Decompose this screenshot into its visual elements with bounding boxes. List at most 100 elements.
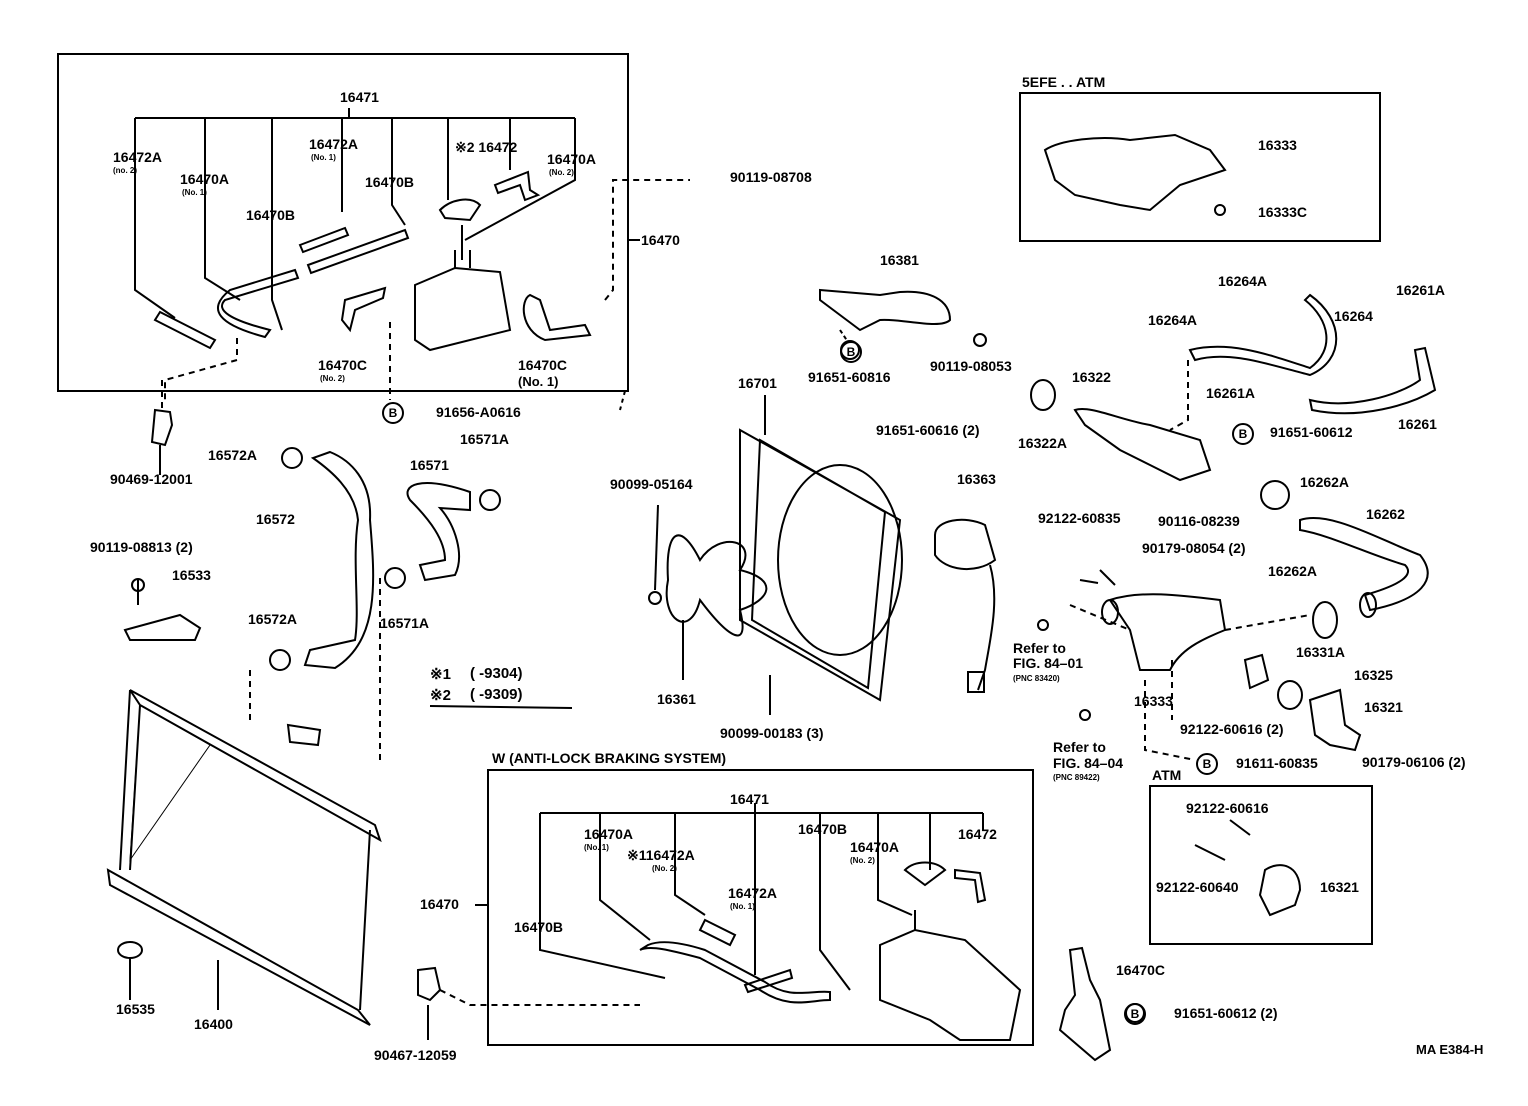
label-16472a-no2: 16472A — [113, 149, 163, 165]
fan-blades-16361 — [665, 534, 768, 637]
label-16261: 16261 — [1398, 416, 1437, 432]
label-91656-a0616: 91656-A0616 — [436, 404, 521, 420]
note-16470c-no2: (No. 2) — [320, 374, 345, 383]
label-16361: 16361 — [657, 691, 696, 707]
label-91611-60835: 91611-60835 — [1236, 755, 1318, 771]
label-16572: 16572 — [256, 511, 295, 527]
label-16470a-no1: 16470A — [180, 171, 230, 187]
label-16533: 16533 — [172, 567, 211, 583]
label-16322: 16322 — [1072, 369, 1111, 385]
label-90119-08053: 90119-08053 — [930, 358, 1012, 374]
abs-note-16470a-no2: (No. 2) — [850, 856, 875, 865]
bolt-b-icon: B — [840, 341, 862, 363]
outlet-16321 — [1308, 688, 1362, 752]
note-16470c-no1: (No. 1) — [518, 374, 559, 389]
note-16472a-no1: (No. 1) — [311, 153, 336, 162]
hose-16262 — [1299, 517, 1429, 612]
pipe-16322 — [1073, 408, 1212, 482]
label-16261a-mid: 16261A — [1206, 385, 1256, 401]
refer-fig-84-04-line2[interactable]: FIG. 84–04 — [1053, 755, 1124, 771]
atm-box — [1149, 785, 1373, 945]
hose-16472a-no2 — [153, 310, 217, 350]
abs-bracket — [539, 803, 984, 991]
hose-16264 — [1188, 293, 1338, 377]
fan-shroud-16701 — [739, 428, 902, 702]
label-90119-08813: 90119-08813 (2) — [90, 539, 193, 555]
label-16333c: 16333C — [1258, 204, 1308, 220]
abs-label-16470b-left: 16470B — [514, 919, 564, 935]
label-16470b-left: 16470B — [246, 207, 296, 223]
label-16331a: 16331A — [1296, 644, 1346, 660]
abs-label-16470a-no1: 16470A — [584, 826, 634, 842]
refer-fig-84-01-line2[interactable]: FIG. 84–01 — [1013, 655, 1084, 671]
label-16322a: 16322A — [1018, 435, 1068, 451]
label-91651-60616: 91651-60616 (2) — [876, 422, 980, 438]
label-92122-60616-2: 92122-60616 (2) — [1180, 721, 1284, 737]
abs-label-16472: 16472 — [958, 826, 997, 842]
legend-mark-2: ※2 — [430, 687, 451, 704]
label-16325: 16325 — [1354, 667, 1393, 683]
label-90467-12059: 90467-12059 — [374, 1047, 457, 1063]
label-92122-60835: 92122-60835 — [1038, 510, 1121, 526]
label-16264a-top: 16264A — [1218, 273, 1268, 289]
elbow-16472 — [493, 170, 541, 202]
hose-16470b — [306, 228, 410, 275]
label-90469-12001: 90469-12001 — [110, 471, 193, 487]
bolt-b-icon: B — [382, 402, 404, 424]
refer-fig-84-04-line1[interactable]: Refer to — [1053, 739, 1106, 755]
label-91651-60612: 91651-60612 — [1270, 424, 1353, 440]
label-16470c-no1: 16470C — [518, 357, 568, 373]
abs-note-16472a-no1: (No. 1) — [730, 902, 755, 911]
label-16333-5efe: 16333 — [1258, 137, 1297, 153]
label-90119-08708: 90119-08708 — [730, 169, 812, 185]
label-91651-60612-2: 91651-60612 (2) — [1174, 1005, 1278, 1021]
label-16333: 16333 — [1134, 693, 1173, 709]
legend-mark-1: ※1 — [430, 666, 451, 683]
label-92122-60640: 92122-60640 — [1156, 879, 1239, 895]
diagram-code: MA E384-H — [1416, 1042, 1484, 1057]
cap-part — [438, 198, 482, 260]
refer-fig-84-01-line1[interactable]: Refer to — [1013, 640, 1066, 656]
label-16261a-top: 16261A — [1396, 282, 1446, 298]
label-16571: 16571 — [410, 457, 449, 473]
label-16262: 16262 — [1366, 506, 1405, 522]
label-90179-08054: 90179-08054 (2) — [1142, 540, 1246, 556]
label-90179-06106: 90179-06106 (2) — [1362, 754, 1466, 770]
abs-label-16470a-no2: 16470A — [850, 839, 900, 855]
label-16472: ※2 16472 — [455, 139, 518, 155]
abs-hoses — [639, 941, 831, 1004]
housing-16333-5efe — [1043, 133, 1227, 212]
group-bracket — [134, 108, 576, 331]
hose-16571 — [406, 482, 471, 582]
abs-note-16470a-no1: (No. 1) — [584, 843, 609, 852]
note-16470a-no1: (No. 1) — [182, 188, 207, 197]
label-16264: 16264 — [1334, 308, 1373, 324]
inlet-housing-16333 — [1108, 593, 1227, 671]
label-16470: 16470 — [641, 232, 680, 248]
label-16472a-no1: 16472A — [309, 136, 359, 152]
label-16321-atm: 16321 — [1320, 879, 1359, 895]
label-90099-05164: 90099-05164 — [610, 476, 693, 492]
section-title-atm: ATM — [1152, 767, 1182, 783]
label-16470a-no2: 16470A — [547, 151, 597, 167]
abs-box — [487, 769, 1034, 1046]
radiator-fins — [129, 704, 211, 862]
label-90099-00183: 90099-00183 (3) — [720, 725, 824, 741]
label-90116-08239: 90116-08239 — [1158, 513, 1240, 529]
reservoir-tank — [414, 250, 512, 352]
section-title-5efe-atm: 5EFE . . ATM — [1022, 74, 1106, 90]
label-16572a-top: 16572A — [208, 447, 258, 463]
fan-motor-16363 — [934, 518, 997, 691]
bolt-b-icon: B — [1232, 423, 1254, 445]
label-16262a-mid: 16262A — [1268, 563, 1318, 579]
abs-label-16470b-right: 16470B — [798, 821, 848, 837]
legend-range-2: ( -9309) — [470, 686, 523, 703]
label-16701: 16701 — [738, 375, 777, 391]
bolt-b-icon: B — [1124, 1003, 1146, 1025]
note-16472a-no2: (no. 2) — [113, 166, 137, 175]
label-16363: 16363 — [957, 471, 996, 487]
radiator-16400 — [106, 689, 382, 1026]
hose-16472a-no1 — [298, 226, 350, 254]
label-91651-60816: 91651-60816 — [808, 369, 891, 385]
clip-90469 — [150, 408, 174, 475]
